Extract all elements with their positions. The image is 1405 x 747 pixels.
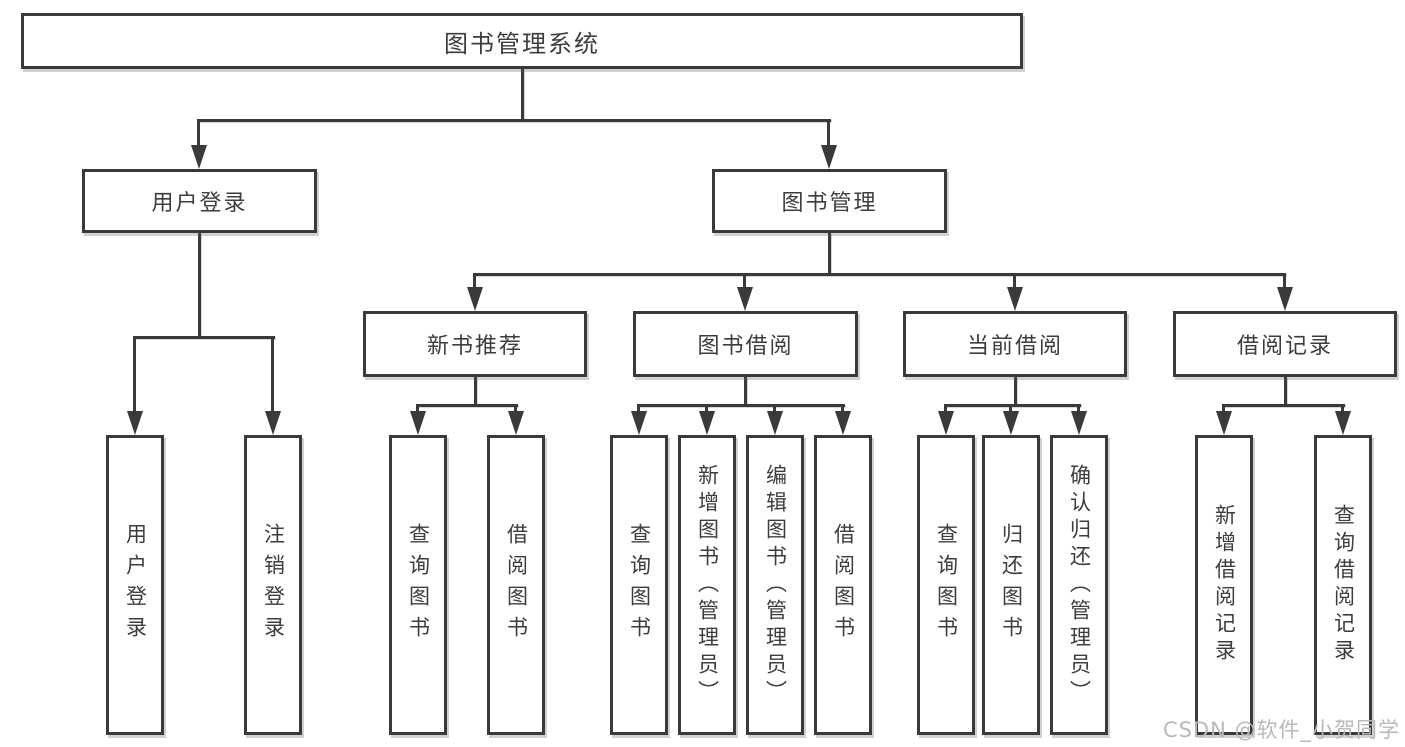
arrow-borrowing-leaf-4 [835, 404, 851, 435]
connector-records-stem [1284, 377, 1287, 406]
connector-recommend-stem [474, 377, 477, 406]
arrow-current-leaf-1 [938, 404, 954, 435]
arrow-to-borrowing-records [1277, 273, 1293, 311]
arrow-recommend-leaf-2 [508, 404, 524, 435]
leaf-query-books-recommend: 查询图书 [389, 435, 447, 735]
leaf-user-login: 用户登录 [106, 435, 164, 735]
node-book-management: 图书管理 [712, 169, 947, 233]
node-book-borrowing: 图书借阅 [633, 311, 858, 377]
node-library-management-system: 图书管理系统 [21, 13, 1023, 69]
arrow-borrowing-leaf-3 [767, 404, 783, 435]
leaf-add-books-admin: 新增图书（管理员） [678, 435, 736, 735]
connector-borrowing-bar [638, 404, 845, 407]
arrow-to-leaf-logout [265, 336, 281, 435]
arrow-records-leaf-1 [1216, 404, 1232, 435]
arrow-borrowing-leaf-2 [699, 404, 715, 435]
arrow-records-leaf-2 [1335, 404, 1351, 435]
connector-bookmgmt-bar [473, 273, 1286, 276]
arrow-to-current-borrowing [1007, 273, 1023, 311]
connector-borrowing-stem [744, 377, 747, 406]
node-borrowing-records: 借阅记录 [1173, 311, 1397, 377]
csdn-watermark: CSDN @软件_小贺同学 [1162, 718, 1400, 742]
arrow-to-book-borrowing [737, 273, 753, 311]
connector-current-bar [945, 404, 1081, 407]
leaf-query-books-current: 查询图书 [917, 435, 975, 735]
node-current-borrowing: 当前借阅 [903, 311, 1127, 377]
connector-userlogin-stem [198, 233, 201, 338]
connector-records-bar [1223, 404, 1345, 407]
arrow-current-leaf-2 [1003, 404, 1019, 435]
leaf-query-borrow-record: 查询借阅记录 [1314, 435, 1372, 735]
arrow-to-new-book-recommendation [467, 273, 483, 311]
arrow-to-user-login [191, 119, 207, 169]
arrow-recommend-leaf-1 [410, 404, 426, 435]
connector-bookmgmt-stem [828, 233, 831, 275]
leaf-borrow-books-recommend: 借阅图书 [487, 435, 545, 735]
arrow-borrowing-leaf-1 [631, 404, 647, 435]
connector-userlogin-bar [134, 336, 275, 339]
connector-root-bar [198, 119, 831, 122]
leaf-edit-books-admin: 编辑图书（管理员） [746, 435, 804, 735]
connector-root-stem [521, 69, 524, 121]
leaf-add-borrow-record: 新增借阅记录 [1195, 435, 1253, 735]
leaf-query-books-borrow: 查询图书 [610, 435, 668, 735]
arrow-to-book-management [821, 119, 837, 169]
connector-recommend-bar [417, 404, 518, 407]
connector-current-stem [1014, 377, 1017, 406]
leaf-borrow-books: 借阅图书 [814, 435, 872, 735]
leaf-confirm-return-admin: 确认归还（管理员） [1050, 435, 1108, 735]
leaf-logout: 注销登录 [244, 435, 302, 735]
leaf-return-books: 归还图书 [982, 435, 1040, 735]
arrow-current-leaf-3 [1071, 404, 1087, 435]
arrow-to-leaf-user-login [127, 336, 143, 435]
node-new-book-recommendation: 新书推荐 [363, 311, 587, 377]
node-user-login: 用户登录 [82, 169, 317, 233]
